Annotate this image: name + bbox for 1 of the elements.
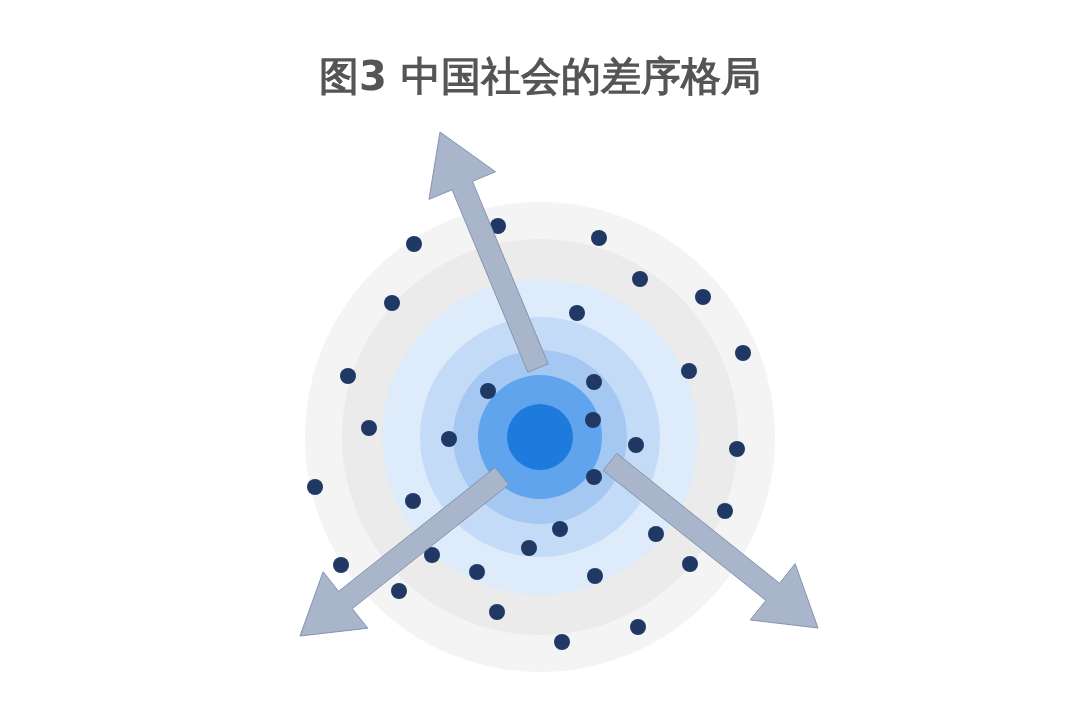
diagram-title: 图3 中国社会的差序格局 <box>319 52 761 101</box>
